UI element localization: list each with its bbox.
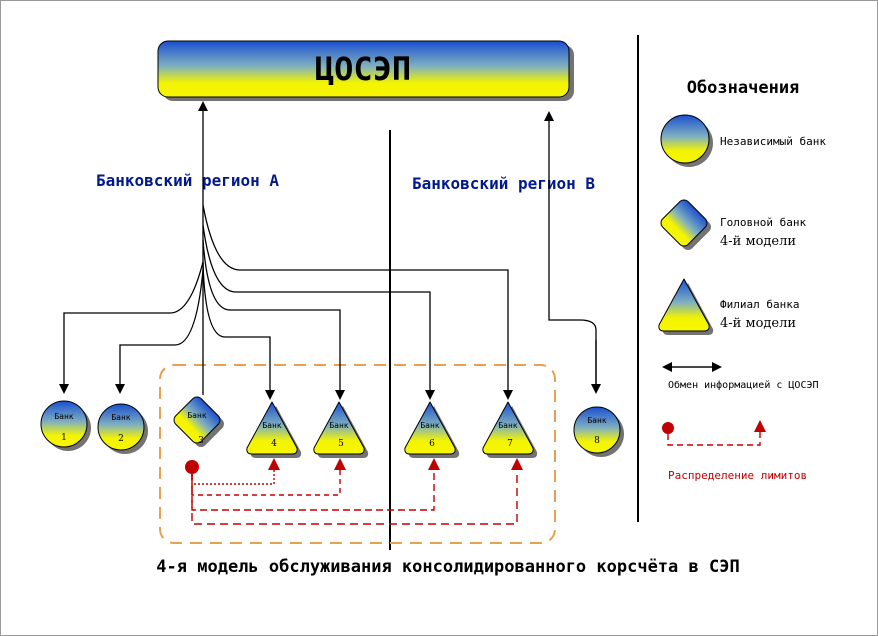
bank-2: Банк 2 [97, 403, 148, 454]
link-bank-8 [544, 111, 597, 392]
bank-4-label: Банк [262, 421, 281, 430]
bank-8-label: Банк [587, 416, 606, 425]
link-bank-4 [202, 261, 275, 400]
bank-6-label: Банк [420, 421, 439, 430]
bank-1-label: Банк [54, 412, 73, 421]
limits-to-bank-7 [191, 458, 523, 525]
bank-5-number: 5 [338, 439, 344, 449]
bank-1: Банк 1 [40, 400, 91, 451]
link-bank-1 [59, 261, 204, 394]
bank-3-number: 3 [198, 436, 204, 446]
center-label: ЦОСЭП [315, 50, 411, 88]
limits-to-bank-5 [191, 458, 346, 496]
link-bank-2 [115, 269, 204, 394]
legend-exchange: Обмен информацией с ЦОСЭП [668, 379, 819, 391]
bank-7-label: Банк [498, 421, 517, 430]
limits-to-bank-4 [191, 458, 280, 485]
bank-8: Банк 8 [573, 406, 624, 457]
legend: Обозначения Независимый банк Головной ба… [658, 78, 826, 482]
legend-head-bank-line2: 4-й модели [720, 234, 796, 249]
link-bank-7 [202, 204, 513, 400]
diagram-caption: 4-я модель обслуживания консолидированно… [156, 557, 739, 577]
bank-4: Банк 4 [246, 401, 302, 458]
legend-head-bank-icon [660, 199, 708, 247]
bank-2-label: Банк [111, 413, 130, 422]
legend-independent-bank: Независимый банк [720, 135, 826, 148]
bank-5: Банк 5 [313, 401, 369, 458]
exchange-lines [59, 101, 601, 400]
legend-branch-icon [658, 278, 710, 332]
link-bank-5 [202, 239, 345, 400]
limits-origin-dot [185, 460, 199, 474]
bank-4-number: 4 [271, 439, 277, 449]
legend-limits-dot [662, 422, 674, 434]
legend-branch-line1: Филиал банка [720, 298, 799, 311]
bank-3: Банк 3 [173, 396, 224, 447]
legend-head-bank-line1: Головной банк [720, 216, 806, 229]
bank-6: Банк 6 [404, 401, 460, 458]
bank-5-label: Банк [329, 421, 348, 430]
bank-8-number: 8 [594, 436, 600, 446]
legend-independent-bank-icon [660, 114, 710, 164]
bank-1-number: 1 [61, 433, 67, 443]
bank-6-number: 6 [429, 439, 435, 449]
region-b-label: Банковский регион В [412, 174, 595, 193]
consolidated-group-boundary [159, 364, 556, 544]
legend-branch-line2: 4-й модели [720, 316, 796, 331]
bank-7-number: 7 [507, 439, 513, 449]
legend-title: Обозначения [687, 78, 800, 98]
region-a-label: Банковский регион А [96, 171, 279, 190]
limits-to-bank-6 [191, 458, 440, 511]
bank-7: Банк 7 [482, 401, 538, 458]
legend-limits-arrow [667, 420, 766, 446]
legend-limits: Распределение лимитов [668, 469, 807, 482]
link-bank-6 [202, 224, 435, 400]
bank-3-label: Банк [187, 411, 206, 420]
center-node: ЦОСЭП [157, 40, 574, 101]
limit-lines [185, 458, 523, 525]
bank-2-number: 2 [118, 434, 124, 444]
